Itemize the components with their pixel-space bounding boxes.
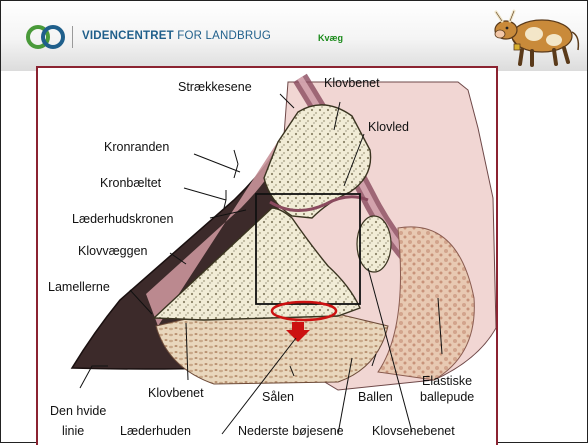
topic-label: Kvæg (318, 33, 343, 43)
label-den-hvide-linie-1: Den hvide (50, 404, 106, 418)
label-nederste-bojesene: Nederste bøjesene (238, 424, 344, 438)
label-klovbenet-top: Klovbenet (324, 76, 380, 90)
hoof-diagram-frame: Strækkesene Klovbenet Klovled Kronranden… (36, 66, 498, 445)
label-ballen: Ballen (358, 390, 393, 404)
logo-divider (72, 26, 73, 48)
sole-shape (156, 314, 388, 384)
label-kronbaeltet: Kronbæltet (100, 176, 161, 190)
label-kronranden: Kronranden (104, 140, 169, 154)
vfl-logo-icon (26, 24, 66, 50)
label-laederhudskronen: Læderhudskronen (72, 212, 173, 226)
label-klovled: Klovled (368, 120, 409, 134)
label-klovvaeggen: Klovvæggen (78, 244, 148, 258)
label-klovbenet-bottom: Klovbenet (148, 386, 204, 400)
label-den-hvide-linie-2: linie (62, 424, 84, 438)
label-lamellerne: Lamellerne (48, 280, 110, 294)
label-elastiske-1: Elastiske (422, 374, 472, 388)
label-laederhuden: Læderhuden (120, 424, 191, 438)
label-straekkesene: Strækkesene (178, 80, 252, 94)
brand-name-bold: VIDENCENTRET (82, 30, 174, 42)
label-elastiske-2: ballepude (420, 390, 474, 404)
label-klovsenebenet: Klovsenebenet (372, 424, 455, 438)
brand-name: VIDENCENTRET FOR LANDBRUG (82, 30, 271, 42)
label-saalen: Sålen (262, 390, 294, 404)
cow-illustration-icon (492, 6, 584, 68)
brand-name-light: FOR LANDBRUG (177, 30, 271, 42)
